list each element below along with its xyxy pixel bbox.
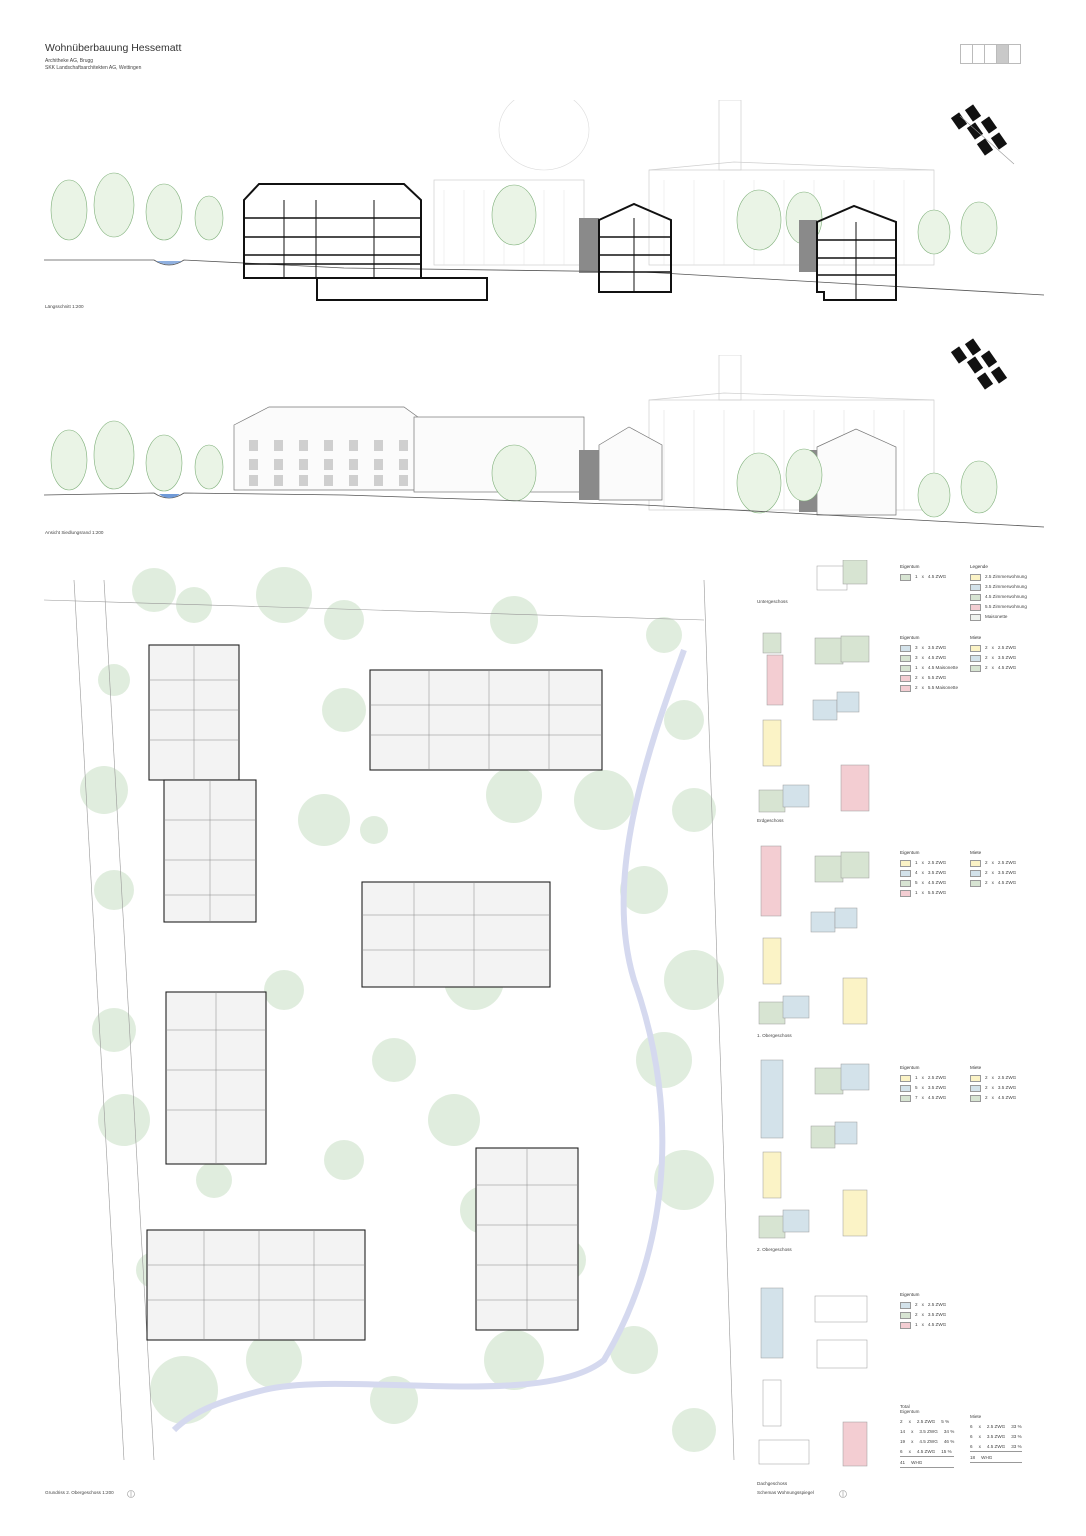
floor-label-eg: Erdgeschoss — [757, 818, 784, 823]
longitudinal-section-drawing — [44, 100, 1044, 301]
legend-item: Maisonette — [970, 612, 1027, 622]
swatch-3-5 — [970, 583, 981, 591]
legend: Legende 2.5 Zimmerwohnung 3.5 Zimmerwohn… — [970, 562, 1027, 622]
total-miete-label: Miete — [970, 1414, 982, 1419]
site-plan-2nd-floor — [44, 567, 735, 1461]
swatch-4-5 — [970, 593, 981, 601]
floor-label-2og: 2. Obergeschoss — [757, 1247, 792, 1252]
total-eigentum-label: Eigentum — [900, 1409, 920, 1414]
key-plan-elevation-icon — [950, 338, 1008, 390]
architect-credit: Architheke AG, Brugg — [45, 58, 94, 64]
elevation-caption: Ansicht Siedlungsrand 1:200 — [45, 530, 104, 535]
swatch-2-5 — [970, 573, 981, 581]
apartment-schema-sketches — [758, 560, 870, 1467]
swatch-maisonette — [970, 613, 981, 621]
total-label: Total — [900, 1404, 910, 1409]
legend-item: 4.5 Zimmerwohnung — [970, 592, 1027, 602]
north-arrow-icon — [127, 1490, 135, 1498]
page-title: Wohnüberbauung Hessematt — [45, 42, 182, 54]
key-plan-section-icon — [950, 104, 1015, 165]
section-caption: Längsschnitt 1:200 — [45, 304, 84, 309]
swatch-5-5 — [970, 603, 981, 611]
sheet-tab-5 — [1008, 44, 1021, 64]
floor-label-dg: Dachgeschoss — [757, 1481, 788, 1486]
floor-label-ug: Untergeschoss — [757, 599, 788, 604]
legend-item: 3.5 Zimmerwohnung — [970, 582, 1027, 592]
settlement-elevation-drawing — [44, 355, 1044, 528]
legend-item: 2.5 Zimmerwohnung — [970, 572, 1027, 582]
legend-title: Legende — [970, 564, 988, 569]
north-arrow-icon — [839, 1490, 847, 1498]
landscape-credit: SKK Landschaftsarchitekten AG, Wettingen — [45, 65, 142, 71]
plan-caption: Grundriss 2. Obergeschoss 1:200 — [45, 1490, 114, 1495]
sheet-indicator — [960, 44, 1021, 69]
legend-item: 5.5 Zimmerwohnung — [970, 602, 1027, 612]
floor-label-1og: 1. Obergeschoss — [757, 1033, 792, 1038]
schema-caption: Schemas Wohnungsspiegel — [757, 1490, 814, 1495]
